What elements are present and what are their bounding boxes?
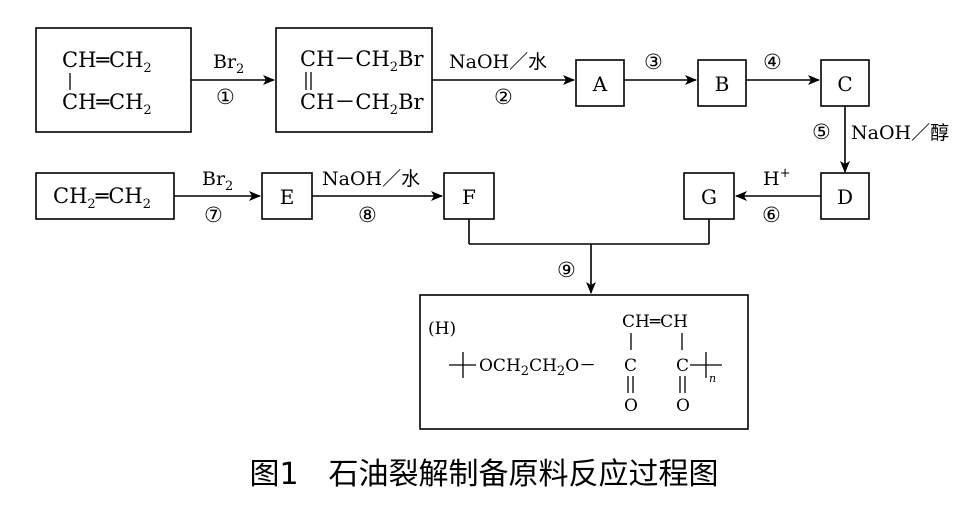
dibromide-line1: CH－CH2Br xyxy=(300,47,424,75)
figure-caption: 图1 石油裂解制备原料反应过程图 xyxy=(249,457,718,492)
dibromide-line2: CH－CH2Br xyxy=(300,90,424,118)
dibromide-box xyxy=(275,27,433,133)
step2-number: ② xyxy=(494,85,513,109)
box-g-label: G xyxy=(701,185,717,209)
box-e-label: E xyxy=(280,185,295,209)
step5-reagent: NaOH／醇 xyxy=(851,122,949,144)
step1-reagent: Br2 xyxy=(213,51,244,77)
step3-number: ③ xyxy=(644,50,663,74)
box-c-label: C xyxy=(837,72,852,96)
box-f-label: F xyxy=(462,185,476,209)
step5-number: ⑤ xyxy=(812,120,831,144)
product-top-chch: CH═CH xyxy=(622,312,688,332)
box-b-label: B xyxy=(715,72,730,96)
box-c xyxy=(820,59,870,107)
product-box xyxy=(419,294,749,430)
step7-reagent: Br2 xyxy=(202,168,233,194)
butadiene-line2: CH═CH2 xyxy=(62,90,152,118)
step6-number: ⑥ xyxy=(762,203,781,227)
box-g xyxy=(683,172,735,220)
product-chain: OCH2CH2O－ xyxy=(479,356,596,379)
box-a-label: A xyxy=(592,72,608,96)
box-d-label: D xyxy=(837,185,853,209)
step7-number: ⑦ xyxy=(204,203,223,227)
product-oxygen-left: O xyxy=(624,396,638,416)
box-b xyxy=(697,59,747,107)
ethylene-formula: CH2═CH2 xyxy=(53,184,151,212)
butadiene-line1: CH═CH2 xyxy=(62,48,152,76)
product-label: (H) xyxy=(428,319,456,339)
product-carbon-left: C xyxy=(624,356,637,376)
step8-reagent: NaOH／水 xyxy=(322,168,420,190)
product-carbon-right: C xyxy=(676,356,689,376)
step2-reagent: NaOH／水 xyxy=(449,51,547,73)
box-a xyxy=(575,59,625,107)
step9-number: ⑨ xyxy=(557,258,576,282)
box-e xyxy=(261,172,313,220)
step4-number: ④ xyxy=(763,50,782,74)
product-repeat-n: n xyxy=(709,372,716,385)
box-f xyxy=(443,172,495,220)
butadiene-box xyxy=(35,27,192,133)
product-oxygen-right: O xyxy=(676,396,690,416)
step1-number: ① xyxy=(216,85,235,109)
step6-reagent: H+ xyxy=(763,166,790,190)
step8-number: ⑧ xyxy=(358,203,377,227)
box-d xyxy=(820,172,870,220)
